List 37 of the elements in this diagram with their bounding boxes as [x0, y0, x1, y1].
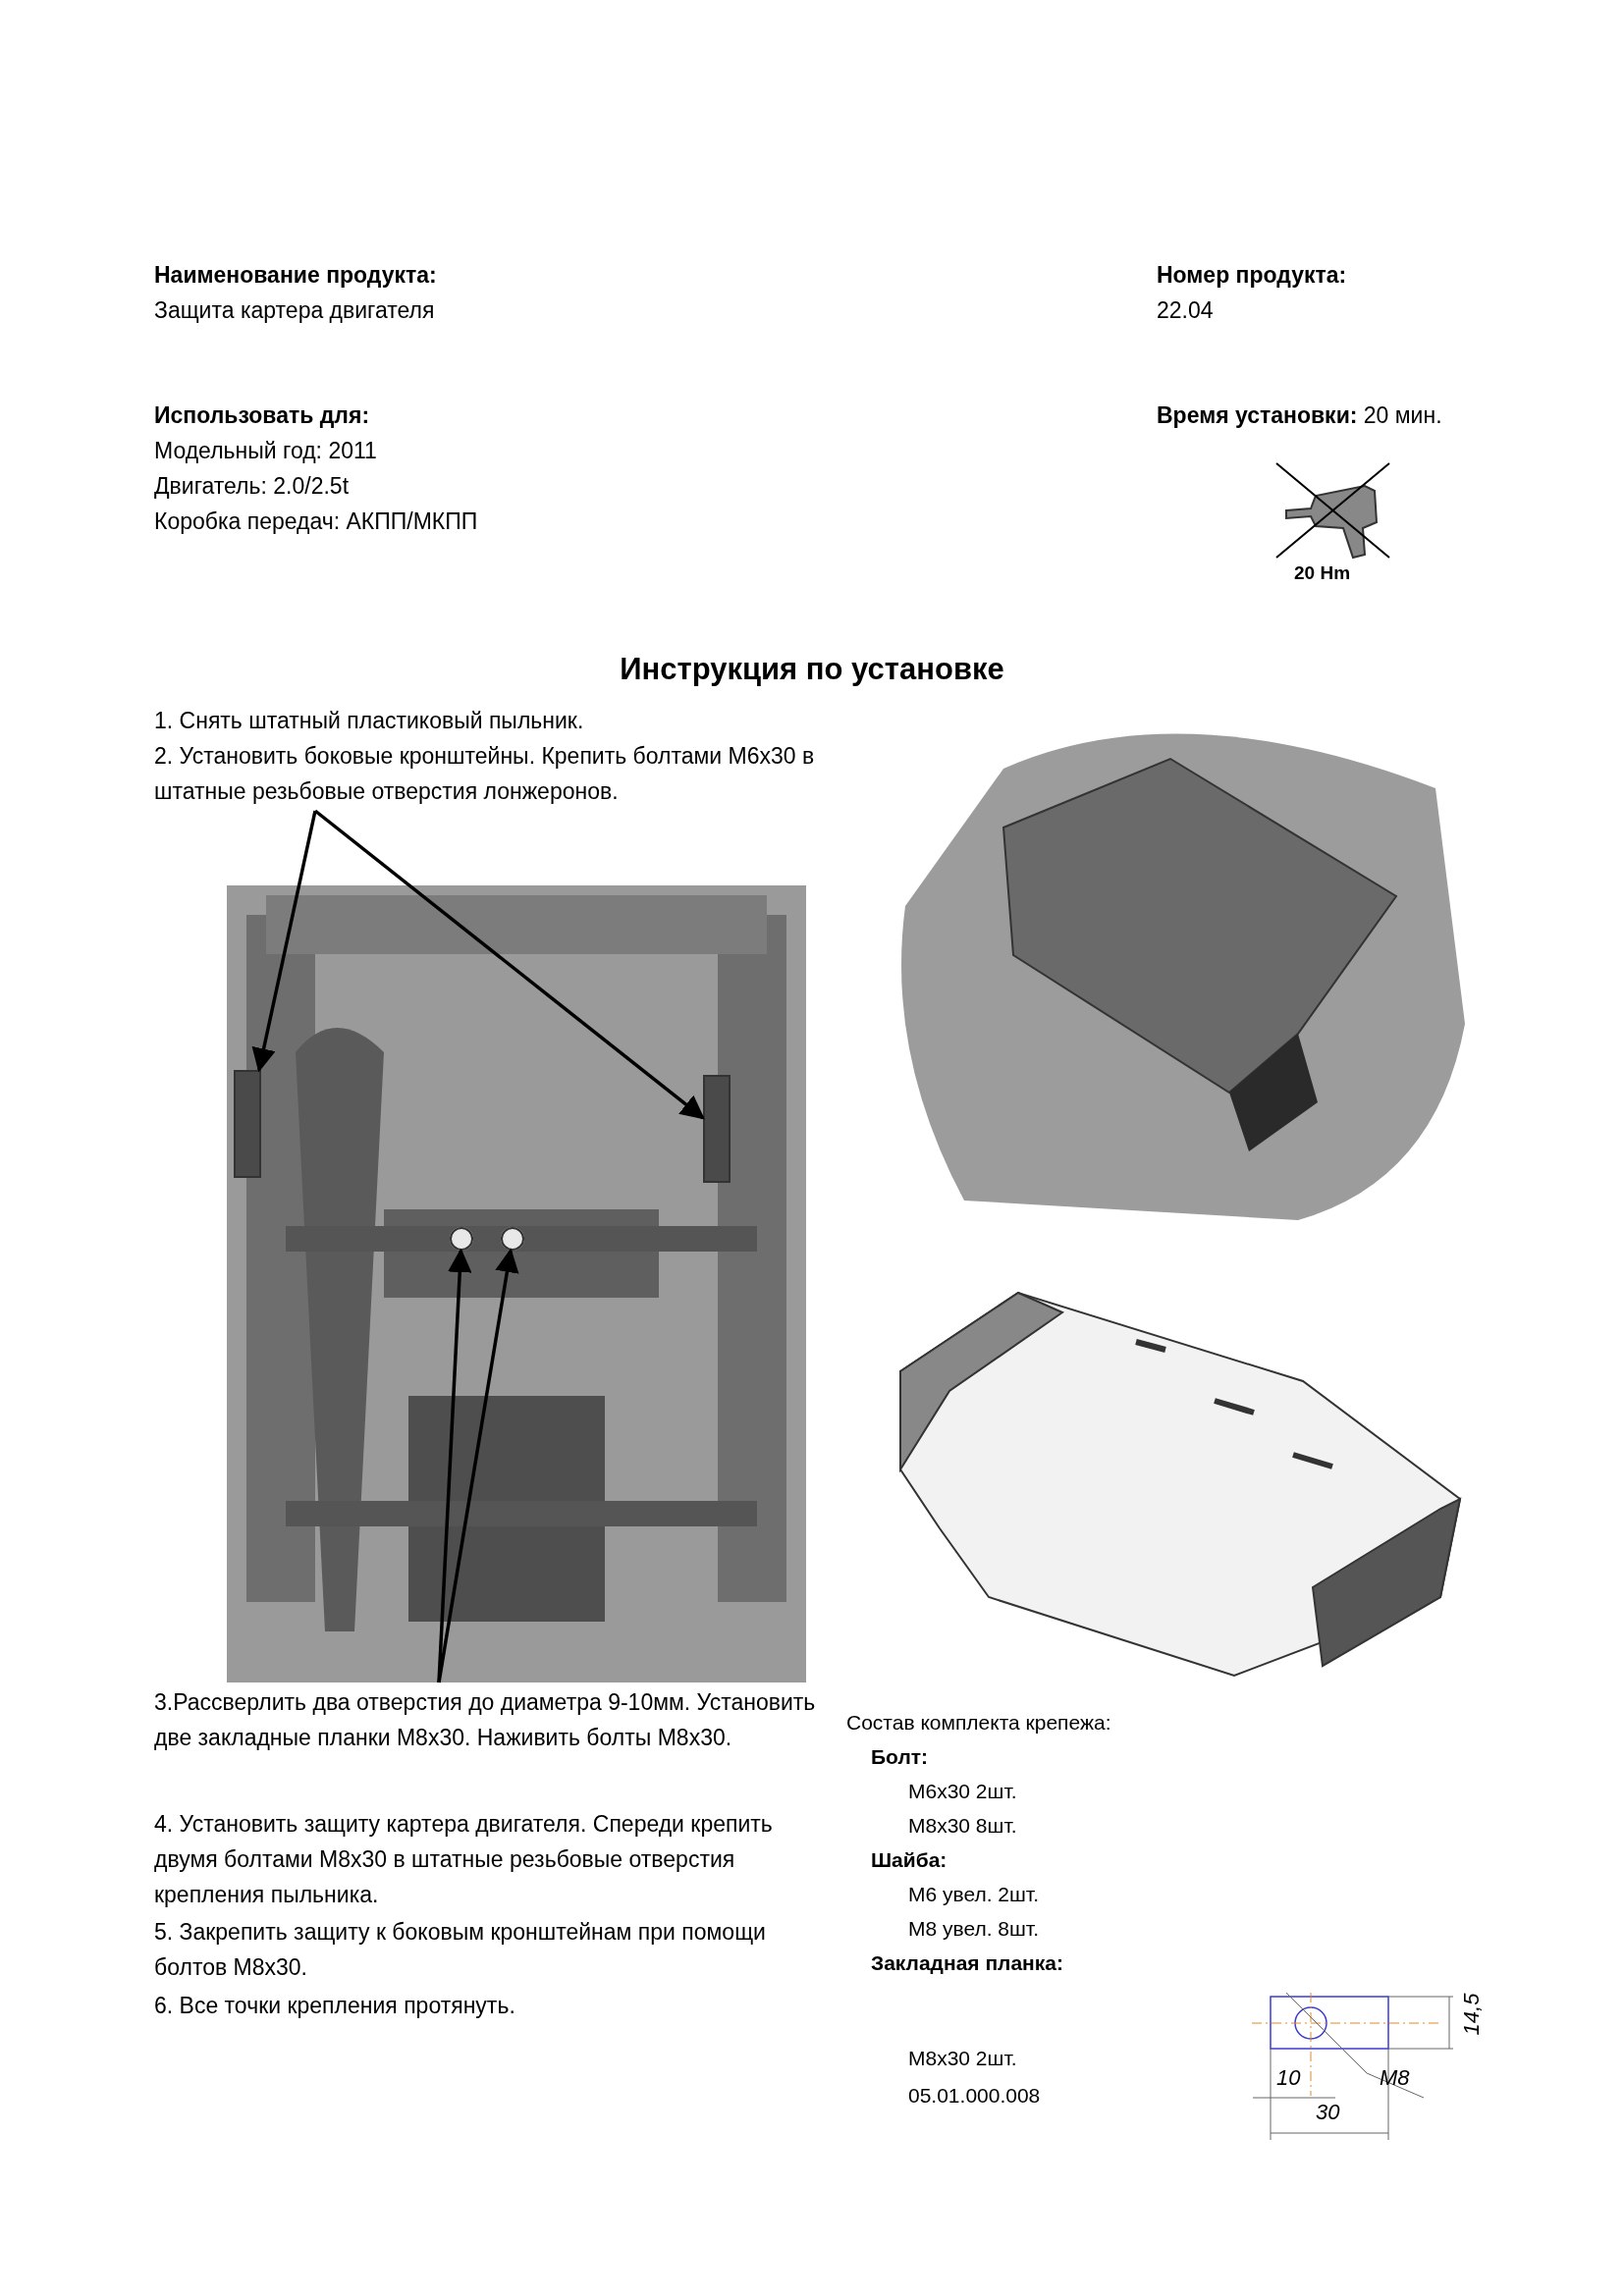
instruction-step: 3.Рассверлить два отверстия до диаметра 9-10мм. Установить две закладные планки М8х30. Наживить болты М8х30. — [154, 1684, 822, 1755]
instruction-step: 5. Закрепить защиту к боковым кронштейнам при помощи болтов М8х30. — [154, 1914, 802, 1985]
product-name: Защита картера двигателя — [154, 296, 436, 325]
instruction-step: 4. Установить защиту картера двигателя. Спереди крепить двумя болтами М8х30 в штатные резьбовые отверстия крепления пыльника. — [154, 1806, 802, 1912]
leader-arrow — [437, 1248, 519, 1683]
leader-arrow — [437, 1248, 472, 1683]
field-heading: Номер продукта: — [1157, 261, 1348, 290]
kit-item: М6 увел. 2шт. — [908, 1882, 1039, 1907]
dimension-label: 14,5 — [1460, 1993, 1485, 2036]
product-number: 22.04 — [1157, 296, 1215, 325]
engine-spec: Двигатель: 2.0/2.5t — [154, 472, 351, 501]
leader-arrow — [313, 809, 705, 1120]
dimension-label: 30 — [1316, 2101, 1340, 2124]
instruction-step: 6. Все точки крепления протянуть. — [154, 1988, 802, 2023]
instruction-step: 2. Установить боковые кронштейны. Крепить болтами М6х30 в штатные резьбовые отверстия лонжеронов. — [154, 738, 822, 809]
kit-item: М8 увел. 8шт. — [908, 1916, 1039, 1942]
field-heading: Наименование продукта: — [154, 261, 438, 290]
field-heading: Использовать для: — [154, 401, 371, 430]
side-bracket — [703, 1075, 731, 1183]
thread-label: M8 — [1380, 2066, 1410, 2090]
model-year: Модельный год: 2011 — [154, 437, 378, 465]
leader-arrow — [251, 810, 317, 1073]
kit-item: М8х30 8шт. — [908, 1813, 1017, 1839]
dimension-label: 10 — [1276, 2066, 1301, 2090]
instruction-step: 1. Снять штатный пластиковый пыльник. — [154, 703, 841, 738]
part-number: 05.01.000.008 — [908, 2083, 1041, 2109]
page-title: Инструкция по установке — [619, 651, 1005, 688]
kit-item: М6х30 2шт. — [908, 1779, 1017, 1804]
kit-category: Болт: — [871, 1744, 929, 1770]
torque-value: 20 Hm — [1294, 561, 1351, 585]
kit-category: Закладная планка: — [871, 1950, 1063, 1976]
gearbox-spec: Коробка передач: АКПП/МКПП — [154, 507, 479, 536]
kit-item: М8х30 2шт. — [908, 2046, 1017, 2071]
install-time: Время установки: 20 мин. — [1157, 401, 1443, 430]
side-bracket — [234, 1070, 261, 1178]
kit-category: Шайба: — [871, 1847, 947, 1873]
kit-heading: Состав комплекта крепежа: — [846, 1710, 1111, 1735]
